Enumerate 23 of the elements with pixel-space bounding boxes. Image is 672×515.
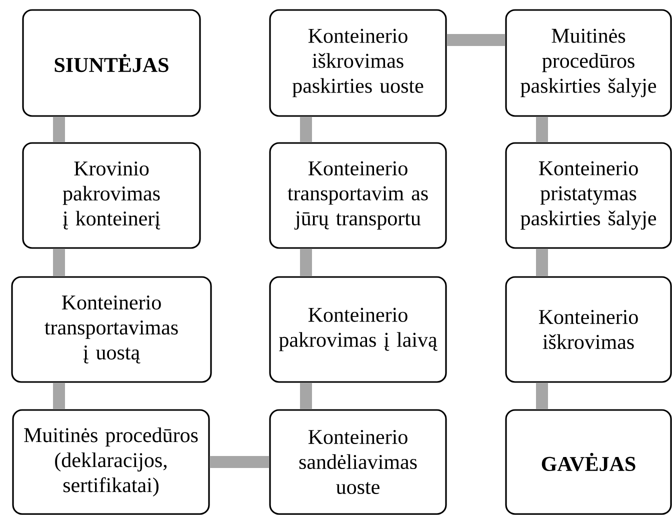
connector-bar: [536, 116, 548, 142]
process-box: GAVĖJAS: [505, 409, 672, 515]
process-box: Konteinerio transportavimas į uostą: [11, 276, 212, 383]
connector-bar: [536, 248, 548, 276]
process-box: Konteinerio iškrovimas paskirties uoste: [269, 9, 447, 117]
process-box: Muitinės procedūros (deklaracijos, sertifikatai): [12, 409, 210, 515]
process-box: Konteinerio sandėliavimas uoste: [269, 409, 447, 515]
process-box: Konteinerio transportavim as jūrų transportu: [269, 142, 447, 249]
process-box: Krovinio pakrovimas į konteinerį: [22, 142, 201, 249]
connector-bar: [300, 382, 312, 410]
connector-bar: [536, 382, 548, 410]
connector-bar: [300, 248, 312, 276]
connector-bar: [53, 116, 65, 142]
process-box: Konteinerio iškrovimas: [505, 276, 672, 383]
process-box: Konteinerio pristatymas paskirties šalyje: [505, 142, 672, 249]
process-box: Muitinės procedūros paskirties šalyje: [505, 9, 672, 117]
connector-bar: [53, 382, 65, 410]
process-box: SIUNTĖJAS: [22, 9, 201, 117]
process-box: Konteinerio pakrovimas į laivą: [269, 276, 447, 383]
connector-bar: [446, 34, 506, 46]
connector-bar: [210, 456, 270, 468]
connector-bar: [53, 248, 65, 276]
connector-bar: [300, 116, 312, 142]
